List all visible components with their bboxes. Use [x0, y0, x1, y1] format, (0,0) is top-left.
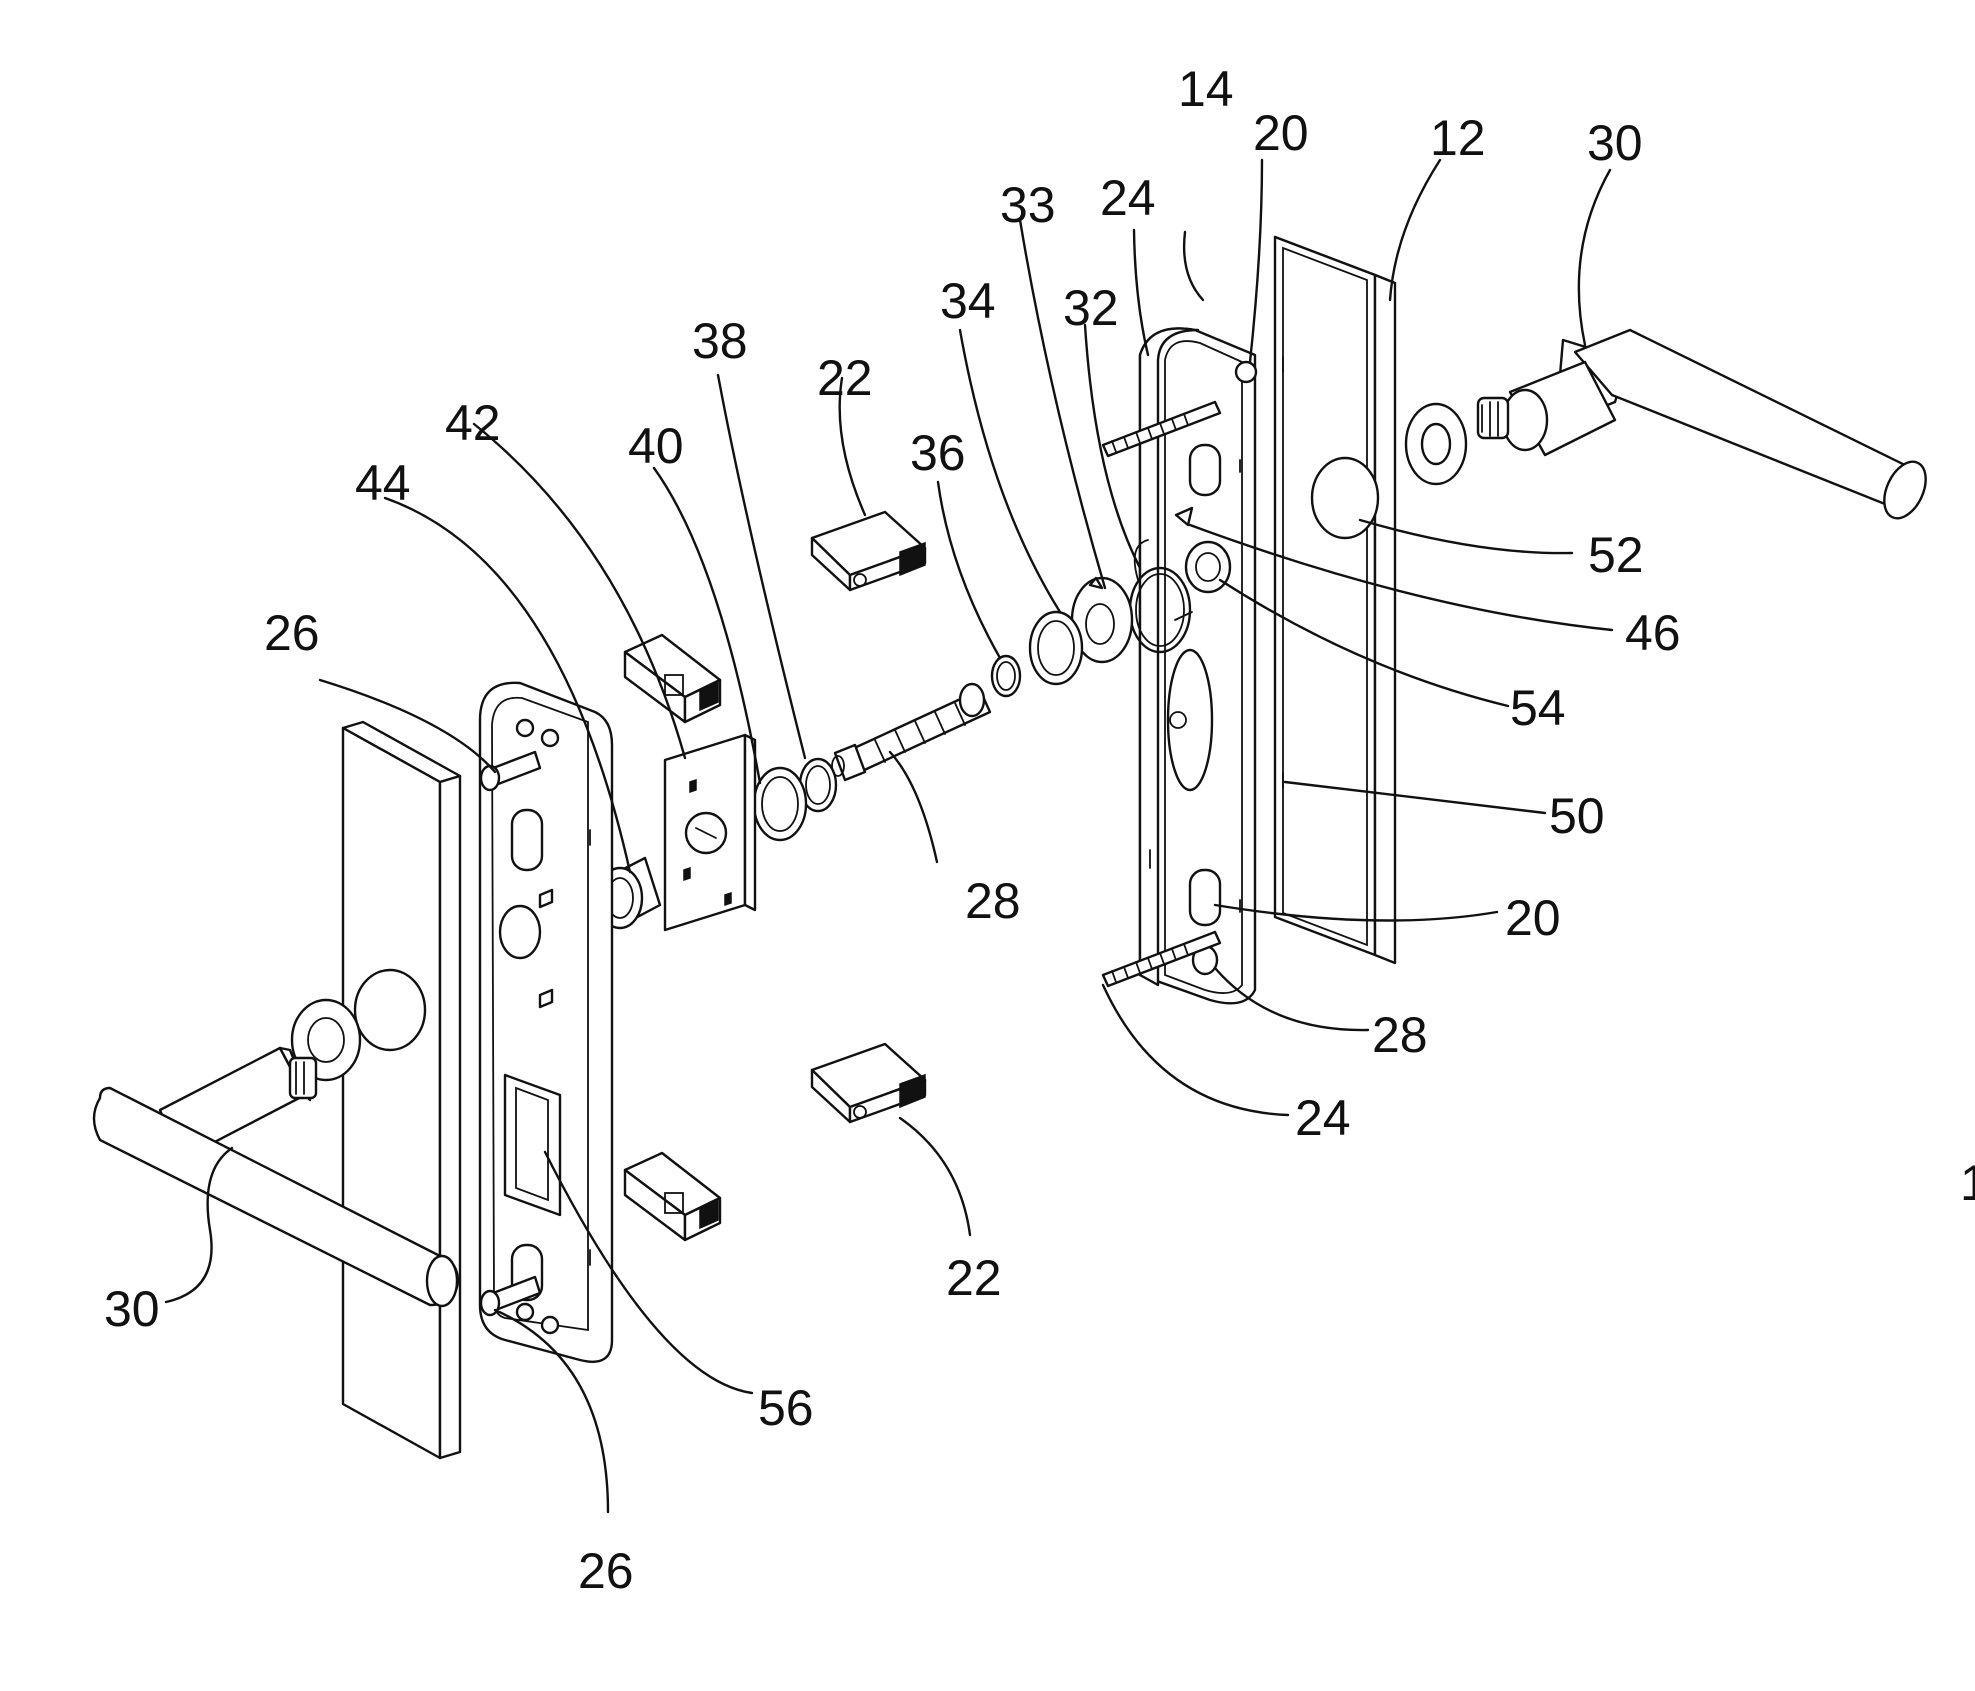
washer-40 — [752, 766, 808, 842]
ref-54: 54 — [1510, 680, 1566, 736]
ref-46: 46 — [1625, 605, 1681, 661]
ref-34: 34 — [940, 273, 996, 329]
ref-38: 38 — [692, 313, 748, 369]
ref-30-right: 30 — [1587, 115, 1643, 171]
ref-36: 36 — [910, 425, 966, 481]
ref-26-bottom: 26 — [578, 1543, 634, 1599]
ref-24-bottom: 24 — [1295, 1090, 1351, 1146]
pin-26-bottom — [479, 1275, 542, 1317]
left-lever-handle — [92, 998, 460, 1308]
spindle-28 — [831, 682, 992, 782]
right-lever-handle — [1476, 328, 1927, 520]
ref-28-right: 28 — [1372, 1007, 1428, 1063]
ref-20-bottom: 20 — [1505, 890, 1561, 946]
ref-42: 42 — [445, 395, 501, 451]
left-faceplate-spindle-hole — [353, 968, 427, 1052]
ref-28-mid: 28 — [965, 873, 1021, 929]
ref-30-left: 30 — [104, 1281, 160, 1337]
washer-34 — [1028, 610, 1084, 686]
ref-40: 40 — [628, 418, 684, 474]
faceplate-spindle-hole — [1310, 456, 1380, 540]
right-faceplate — [1273, 235, 1397, 965]
block-small-top — [623, 633, 722, 724]
ref-44: 44 — [355, 455, 411, 511]
ref-33: 33 — [1000, 177, 1056, 233]
screw-bottom-24 — [1101, 930, 1222, 988]
left-chassis — [478, 681, 614, 1363]
ref-56: 56 — [758, 1380, 814, 1436]
bracket-42 — [663, 733, 757, 932]
ref-52: 52 — [1588, 527, 1644, 583]
ref-22-bottom: 22 — [946, 1250, 1002, 1306]
ref-32: 32 — [1063, 280, 1119, 336]
ref-22-top: 22 — [817, 350, 873, 406]
screw-top-24 — [1101, 400, 1222, 458]
ref-12: 12 — [1430, 110, 1486, 166]
ref-20-top: 20 — [1253, 105, 1309, 161]
ref-24-top: 24 — [1100, 170, 1156, 226]
block-small-bottom — [623, 1151, 722, 1242]
right-washer — [1404, 402, 1468, 486]
ref-14-top: 14 — [1178, 61, 1234, 117]
leader-lines — [164, 158, 1614, 1514]
ref-26-top: 26 — [264, 605, 320, 661]
clip-36 — [990, 654, 1022, 698]
ref-50: 50 — [1549, 788, 1605, 844]
top-post-20 — [1234, 360, 1258, 384]
right-chassis — [1138, 327, 1257, 1005]
block-22-bottom — [810, 1042, 927, 1124]
left-faceplate — [341, 720, 462, 1460]
ref-edge: 1 — [1960, 1155, 1975, 1211]
block-22-top — [810, 510, 927, 592]
reference-numerals: 14 20 12 30 24 33 34 32 38 22 42 40 36 4… — [104, 61, 1975, 1599]
